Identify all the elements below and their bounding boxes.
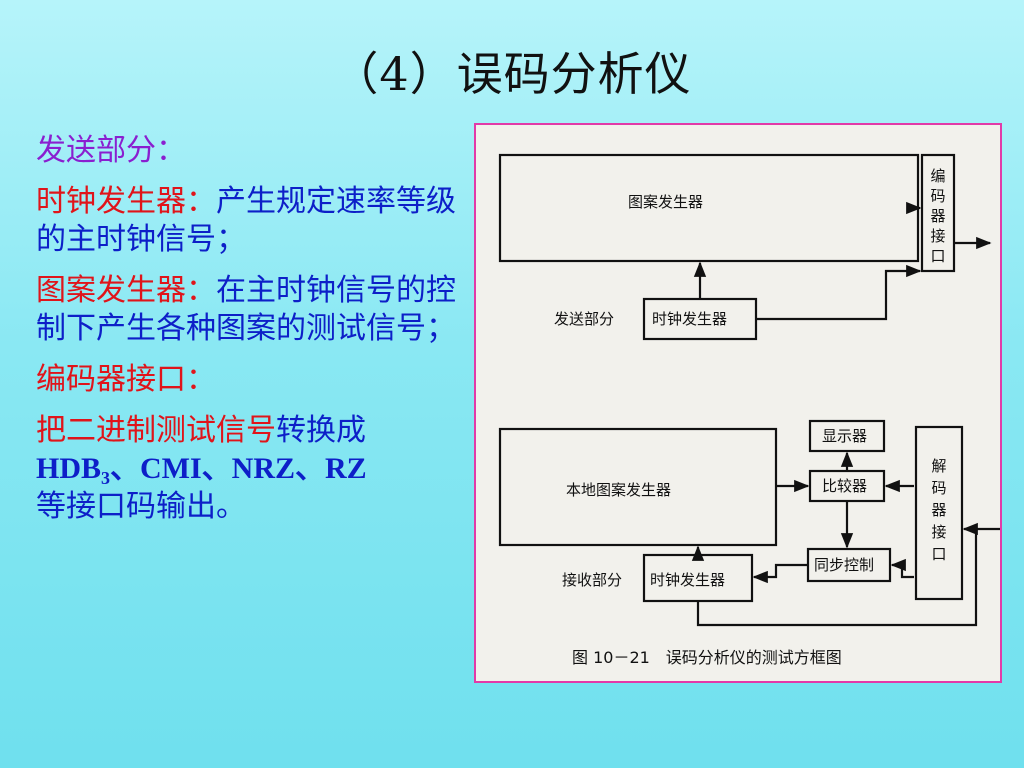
encoder-desc-red: 把二进制测试信号 bbox=[36, 413, 276, 448]
clock-gen-desc: 产生规定速率等级的主时钟信号； bbox=[36, 184, 456, 257]
comparator-label: 比较器 bbox=[822, 477, 867, 495]
arrow-clock-to-encoder bbox=[756, 264, 922, 321]
block-diagram: 图案发生器 发送部分 时钟发生器 显示器 本地图案发生器 比较器 同步控制 接收… bbox=[498, 153, 1000, 667]
pattern-gen-top-label: 图案发生器 bbox=[628, 193, 703, 211]
slide-title: （4）误码分析仪 bbox=[332, 47, 692, 101]
pattern-gen-desc: 在主时钟信号的控制下产生各种图案的测试信号； bbox=[36, 273, 456, 346]
codes-hdb-sub: 3 bbox=[101, 468, 111, 488]
clock-gen-top-label: 时钟发生器 bbox=[652, 310, 727, 328]
local-pattern-gen-label: 本地图案发生器 bbox=[566, 481, 671, 499]
decoder-char: 器 bbox=[931, 501, 946, 519]
display-box bbox=[808, 419, 886, 453]
decoder-char: 接 bbox=[931, 523, 946, 541]
encoder-heading: 编码器接口： bbox=[36, 362, 216, 397]
line-clock-to-decoder bbox=[696, 529, 978, 627]
encoder-char: 口 bbox=[930, 247, 945, 265]
encoder-paragraph: 把二进制测试信号转换成 HDB3、CMI、NRZ、RZ 等接口码输出。 bbox=[36, 412, 456, 526]
encoder-desc-blue: 转换成 bbox=[276, 413, 366, 448]
arrow-sync-to-clock bbox=[752, 563, 808, 584]
heading-send: 发送部分： bbox=[36, 133, 186, 168]
encoder-box bbox=[920, 153, 956, 273]
pattern-gen-term: 图案发生器： bbox=[36, 273, 216, 308]
block-diagram-figure: 图案发生器 发送部分 时钟发生器 显示器 本地图案发生器 比较器 同步控制 接收… bbox=[474, 123, 1002, 683]
figure-caption: 图 10－21 误码分析仪的测试方框图 bbox=[572, 648, 842, 667]
clock-gen-paragraph: 时钟发生器：产生规定速率等级的主时钟信号； bbox=[36, 183, 456, 259]
encoder-char: 接 bbox=[930, 227, 945, 245]
encoder-char: 码 bbox=[930, 187, 945, 205]
description-panel: 发送部分： 时钟发生器：产生规定速率等级的主时钟信号； 图案发生器：在主时钟信号… bbox=[36, 132, 456, 539]
arrow-decoder-to-sync bbox=[890, 558, 914, 579]
codes-rest: 、CMI、NRZ、RZ bbox=[110, 452, 367, 485]
encoder-desc-tail: 等接口码输出。 bbox=[36, 489, 246, 524]
decoder-char: 码 bbox=[931, 479, 946, 497]
sync-control-label: 同步控制 bbox=[814, 556, 874, 574]
encoder-char: 编 bbox=[930, 167, 945, 185]
pattern-gen-paragraph: 图案发生器：在主时钟信号的控制下产生各种图案的测试信号； bbox=[36, 272, 456, 348]
receive-part-label: 接收部分 bbox=[562, 571, 622, 589]
decoder-char: 解 bbox=[931, 457, 946, 475]
codes-hdb: HDB bbox=[36, 452, 102, 485]
send-part-label: 发送部分 bbox=[554, 310, 614, 328]
encoder-char: 器 bbox=[930, 207, 945, 225]
clock-gen-term: 时钟发生器： bbox=[36, 184, 216, 219]
decoder-char: 口 bbox=[931, 545, 946, 563]
display-label: 显示器 bbox=[822, 427, 867, 445]
pattern-gen-top-box bbox=[498, 153, 920, 263]
clock-gen-bottom-label: 时钟发生器 bbox=[650, 571, 725, 589]
decoder-box bbox=[914, 425, 964, 601]
